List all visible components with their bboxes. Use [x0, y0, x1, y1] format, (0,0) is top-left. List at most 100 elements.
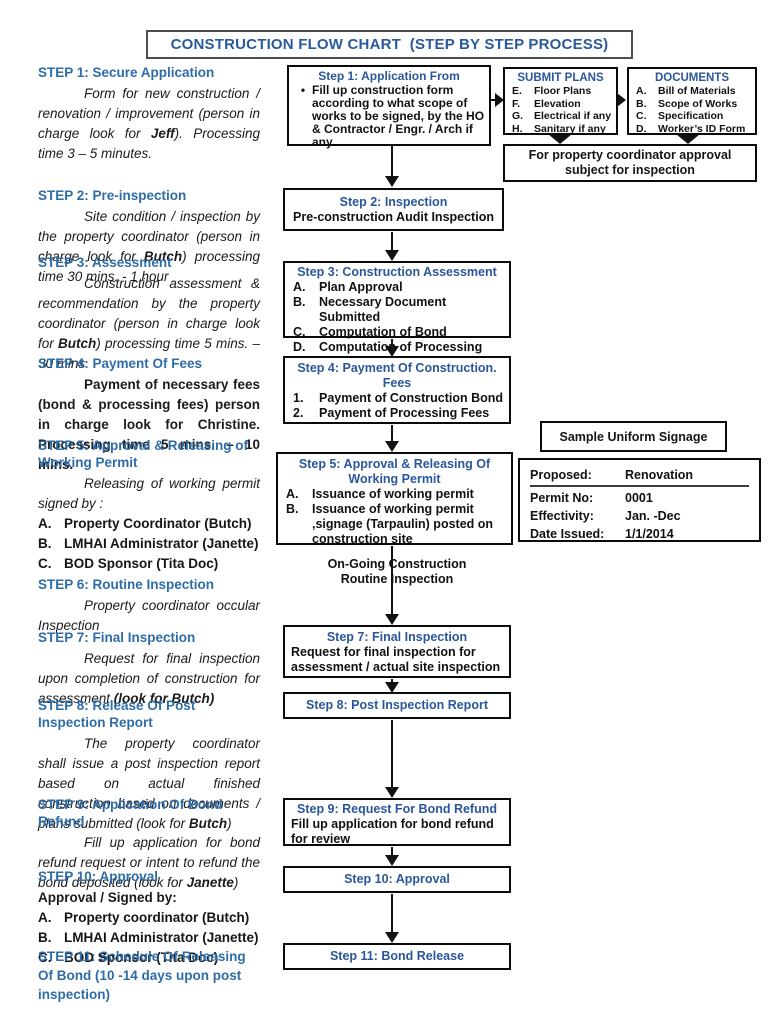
- sample-signage-title-box: Sample Uniform Signage: [540, 421, 727, 452]
- list-text: Elevation: [534, 97, 581, 110]
- list-item: B. LMHAI Administrator (Janette): [38, 928, 260, 948]
- flow-box-step-9: Step 9: Request For Bond Refund Fill up …: [283, 798, 511, 846]
- list-text: Plan Approval: [319, 280, 403, 294]
- list-text: Issuance of working permit: [312, 487, 474, 501]
- list-item: 2. Payment of Processing Fees: [285, 406, 509, 421]
- page-title-box: CONSTRUCTION FLOW CHART (STEP BY STEP PR…: [146, 30, 633, 59]
- left-step-2-heading: STEP 2: Pre-inspection: [38, 188, 187, 203]
- left-step-9-body: Fill up application for bond refund requ…: [38, 835, 260, 890]
- ongoing-construction-label: On-Going Construction Routine Inspection: [283, 557, 511, 587]
- left-step-1-heading: STEP 1: Secure Application: [38, 65, 215, 80]
- list-marker: D.: [636, 122, 647, 135]
- list-marker: 1.: [293, 391, 304, 405]
- signage-divider: [530, 485, 749, 487]
- arrow-step8-to-step9: [391, 720, 393, 788]
- list-text: Sanitary if any: [534, 122, 606, 135]
- signage-value: 1/1/2014: [625, 527, 674, 541]
- list-text: Specification: [658, 110, 724, 123]
- list-item: B. LMHAI Administrator (Janette): [38, 534, 260, 554]
- list-marker: C.: [38, 556, 52, 571]
- left-step-11: STEP 11: Schedule Of Releasing Of Bond (…: [38, 947, 260, 1007]
- left-step-6-body: Property coordinator occular Inspection: [38, 598, 260, 633]
- list-marker: H.: [512, 122, 523, 135]
- list-item: C. BOD Sponsor (Tita Doc): [38, 554, 260, 574]
- list-item: B. Scope of Works: [629, 98, 755, 111]
- list-item: F. Elevation: [505, 98, 616, 111]
- list-item: D. Worker’s ID Form: [629, 123, 755, 136]
- list-text: Necessary Document Submitted: [319, 295, 447, 324]
- left-step-1: STEP 1: Secure Application Form for new …: [38, 64, 260, 164]
- list-item: A. Plan Approval: [285, 280, 509, 295]
- list-marker: E.: [512, 85, 522, 97]
- list-text: BOD Sponsor (Tita Doc): [64, 556, 219, 571]
- submit-plans-box: SUBMIT PLANS E. Floor Plans F. Elevation…: [503, 67, 618, 135]
- list-text: Issuance of working permit ,signage (Tar…: [312, 502, 494, 546]
- flow-box-step-10: Step 10: Approval: [283, 866, 511, 893]
- flow-box-step-2-title: Step 2: Inspection: [339, 195, 448, 209]
- arrowhead-down-icon: [385, 855, 399, 866]
- flow-box-step-7: Step 7: Final Inspection Request for fin…: [283, 625, 511, 678]
- coordinator-approval-note: For property coordinator approval subjec…: [528, 148, 732, 177]
- list-marker: F.: [512, 97, 521, 110]
- arrowhead-down-icon: [385, 787, 399, 798]
- arrow-step7-to-step8: [391, 679, 393, 683]
- flow-box-step-1-title: Step 1: Application From: [318, 69, 460, 83]
- left-step-5: STEP 5: Approval & Releasing of Working …: [38, 437, 260, 574]
- signage-row-proposed: Proposed: Renovation: [530, 466, 749, 484]
- left-step-10: STEP 10: Approval Approval / Signed by: …: [38, 868, 260, 968]
- flow-box-step-10-title: Step 10: Approval: [344, 872, 450, 886]
- flow-box-step-4-title: Step 4: Payment Of Construction. Fees: [297, 361, 497, 390]
- left-step-2: STEP 2: Pre-inspection Site condition / …: [38, 187, 260, 287]
- left-step-3: STEP 3: Assessment Construction assessme…: [38, 254, 260, 374]
- signage-row-effectivity: Effectivity: Jan. -Dec: [530, 507, 749, 525]
- signage-row-permit-no: Permit No: 0001: [530, 489, 749, 507]
- arrow-step4-to-step5: [391, 425, 393, 442]
- arrow-step2-to-step3: [391, 232, 393, 251]
- list-item: A. Bill of Materials: [629, 85, 755, 98]
- left-step-8: STEP 8: Release Of Post Inspection Repor…: [38, 697, 260, 834]
- signage-value: Jan. -Dec: [625, 509, 681, 523]
- list-text: Scope of Works: [658, 97, 738, 110]
- signage-value: Renovation: [625, 468, 694, 482]
- left-step-6-heading: STEP 6: Routine Inspection: [38, 577, 215, 592]
- bullet-marker: •: [300, 82, 306, 97]
- list-text: Bill of Materials: [658, 85, 736, 97]
- arrow-step5-to-step7: [391, 546, 393, 615]
- list-marker: D.: [293, 340, 306, 354]
- list-marker: A.: [636, 85, 647, 97]
- list-marker: B.: [636, 97, 647, 110]
- left-step-9-heading: STEP 9: Application Of Bond Refund: [38, 797, 223, 829]
- arrowhead-down-icon: [385, 614, 399, 625]
- arrowhead-down-icon: [385, 250, 399, 261]
- list-item: A. Issuance of working permit: [278, 487, 511, 502]
- arrow-step1-to-step2: [391, 146, 393, 177]
- flow-box-step-8: Step 8: Post Inspection Report: [283, 692, 511, 719]
- list-text: Payment of Construction Bond: [319, 391, 504, 405]
- ongoing-label-line2: Routine Inspection: [340, 572, 454, 586]
- list-marker: G.: [512, 110, 524, 123]
- list-text: Worker’s ID Form: [658, 122, 746, 135]
- flow-box-step-2: Step 2: Inspection Pre-construction Audi…: [283, 188, 504, 231]
- list-marker: C.: [38, 950, 52, 965]
- left-step-8-heading: STEP 8: Release Of Post Inspection Repor…: [38, 698, 196, 730]
- left-step-6: STEP 6: Routine Inspection Property coor…: [38, 576, 260, 636]
- left-step-4-heading: STEP 4: Payment Of Fees: [38, 356, 203, 371]
- flow-box-step-7-title: Step 7: Final Inspection: [326, 630, 468, 644]
- list-text: Property Coordinator (Butch): [64, 516, 252, 531]
- list-item: C. BOD Sponsor (Tita Doc): [38, 948, 260, 968]
- left-step-1-body: Form for new construction / renovation /…: [38, 86, 260, 161]
- list-text: Floor Plans: [534, 85, 592, 97]
- left-step-2-body: Site condition / inspection by the prope…: [38, 209, 260, 284]
- documents-box: DOCUMENTS A. Bill of Materials B. Scope …: [627, 67, 757, 135]
- arrowhead-down-icon: [385, 346, 399, 357]
- arrowhead-down-icon: [676, 134, 700, 144]
- flow-box-step-9-text: Fill up application for bond refund for …: [291, 817, 494, 846]
- flow-box-step-2-text: Pre-construction Audit Inspection: [293, 210, 494, 224]
- left-step-7-heading: STEP 7: Final Inspection: [38, 630, 196, 645]
- list-item: B. Issuance of working permit ,signage (…: [278, 502, 511, 547]
- flow-box-step-1: Step 1: Application From • Fill up const…: [287, 65, 491, 149]
- left-step-4-body: Payment of necessary fees (bond & proces…: [38, 377, 260, 472]
- list-marker: C.: [636, 110, 647, 123]
- list-marker: A.: [286, 487, 299, 501]
- arrowhead-down-icon: [385, 932, 399, 943]
